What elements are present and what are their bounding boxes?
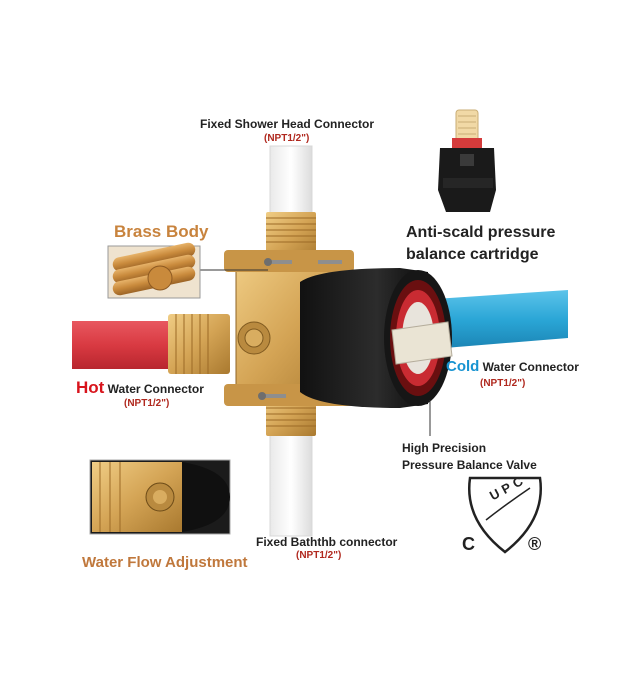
brass-thread-left (168, 314, 230, 374)
cold-rest: Water Connector (479, 360, 579, 374)
cold-label: Cold Water Connector (446, 358, 579, 376)
brass-thread-top (266, 212, 316, 260)
cartridge-label-line2: balance cartridge (406, 246, 539, 263)
brass-body-inset (107, 242, 201, 299)
upc-shield-logo (468, 476, 542, 554)
flow-adjust-screw (237, 321, 271, 355)
callout-lines (200, 269, 431, 436)
cold-pipe (420, 290, 568, 350)
hot-rest: Water Connector (104, 382, 204, 396)
hot-npt: (NPT1/2") (124, 398, 170, 409)
valve-label-line2: Pressure Balance Valve (402, 458, 537, 472)
shower-head-npt: (NPT1/2") (264, 133, 310, 144)
brass-body-label: Brass Body (114, 222, 209, 241)
cold-word: Cold (446, 358, 480, 375)
cartridge-label: Anti-scald pressure balance cartridge (406, 222, 555, 266)
mounting-screws (258, 258, 342, 400)
black-cap (300, 268, 453, 408)
hot-word: Hot (76, 378, 105, 397)
bathtub-label: Fixed Baththb connector (256, 535, 398, 549)
cartridge-label-line1: Anti-scald pressure (406, 224, 556, 241)
cold-npt: (NPT1/2") (480, 378, 526, 389)
bathtub-npt: (NPT1/2") (296, 550, 342, 561)
hot-label: Hot Water Connector (76, 378, 204, 398)
flow-adjust-inset (89, 459, 231, 535)
upc-c-mark: C (462, 534, 475, 554)
flow-label: Water Flow Adjustment (82, 554, 248, 571)
white-pipe-bottom (269, 429, 313, 537)
upc-reg-mark: ® (528, 534, 542, 554)
cartridge-image (438, 109, 496, 212)
shower-head-label: Fixed Shower Head Connector (200, 117, 375, 131)
valve-label-line1: High Precision (402, 441, 487, 455)
